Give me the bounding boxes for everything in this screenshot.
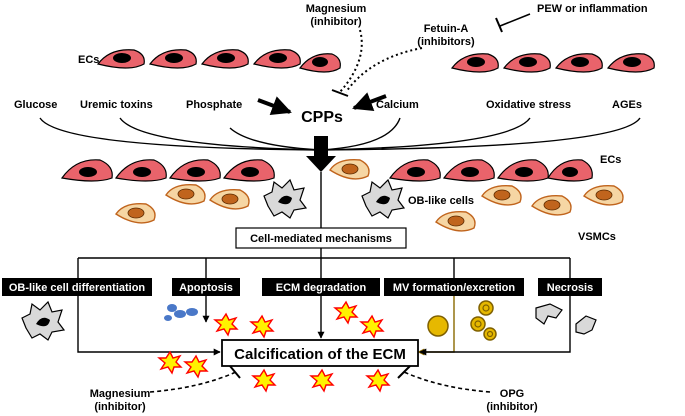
mechanism-box-mv-formation: MV formation/excretion xyxy=(384,278,524,296)
top-magnesium-sub: (inhibitor) xyxy=(310,16,362,28)
magnesium-dotted-line xyxy=(339,29,363,93)
matrix-vesicles-icon xyxy=(427,300,497,341)
mechanism-label: MV formation/excretion xyxy=(393,282,516,294)
bottom-opg-dashed-line xyxy=(403,371,491,393)
ec-row-middle-left xyxy=(60,159,275,182)
bottom-magnesium-sub: (inhibitor) xyxy=(94,401,146,413)
pew-line xyxy=(499,13,531,27)
ecs-label-top: ECs xyxy=(78,54,99,66)
ob-like-cell-left xyxy=(263,178,308,219)
calcification-label: Calcification of the ECM xyxy=(234,346,406,363)
bottom-opg-sub: (inhibitor) xyxy=(486,401,538,413)
cpps-label: CPPs xyxy=(301,109,343,126)
mechanism-label: Necrosis xyxy=(547,282,593,294)
ec-row-top-left xyxy=(96,49,341,73)
bottom-magnesium-dashed-line xyxy=(149,371,237,393)
phosphate-arrow xyxy=(257,96,292,116)
bottom-magnesium-inhibit-bar xyxy=(229,365,241,379)
factor-glucose: Glucose xyxy=(14,99,57,111)
factor-ages: AGEs xyxy=(612,99,642,111)
ec-row-top-right xyxy=(450,53,655,73)
necrotic-cell-icon xyxy=(535,303,597,335)
mechanism-label: ECM degradation xyxy=(276,282,367,294)
converging-curves xyxy=(39,117,641,151)
mechanism-box-apoptosis: Apoptosis xyxy=(172,278,240,296)
calcium-arrow xyxy=(352,92,387,112)
mechanism-box-necrosis: Necrosis xyxy=(538,278,602,296)
ec-row-middle-right xyxy=(388,159,593,182)
factor-uremic-toxins: Uremic toxins xyxy=(80,99,153,111)
mechanism-box-ecm-degradation: ECM degradation xyxy=(262,278,380,296)
factor-phosphate: Phosphate xyxy=(186,99,242,111)
fetuin-dotted-line xyxy=(345,47,423,93)
arrows-to-calcification xyxy=(77,296,571,356)
cell-mediated-label: Cell-mediated mechanisms xyxy=(250,233,392,245)
main-down-arrow xyxy=(306,136,336,172)
fetuin-sub: (inhibitors) xyxy=(417,36,475,48)
mechanism-box-ob-differentiation: OB-like cell differentiation xyxy=(2,278,152,296)
vsmc-cells xyxy=(115,159,624,232)
bottom-opg-inhibit-bar xyxy=(397,365,411,379)
fetuin-label: Fetuin-A xyxy=(424,23,469,35)
pew-inhibit-bar xyxy=(495,17,503,33)
vsmcs-label: VSMCs xyxy=(578,231,616,243)
calcification-sparks xyxy=(157,300,391,393)
mechanism-label: Apoptosis xyxy=(179,282,233,294)
factor-calcium: Calcium xyxy=(376,99,419,111)
calcification-box xyxy=(221,339,419,367)
bottom-opg-label: OPG xyxy=(500,388,524,400)
magnesium-inhibit-bar xyxy=(331,89,349,97)
mechanism-label: OB-like cell differentiation xyxy=(9,282,146,294)
bottom-magnesium-label: Magnesium xyxy=(90,388,151,400)
ob-like-cell-icon xyxy=(21,300,66,341)
top-magnesium-label: Magnesium xyxy=(306,3,367,15)
ob-like-cells-label: OB-like cells xyxy=(408,195,474,207)
branch-tree xyxy=(77,248,571,278)
ecs-label-middle: ECs xyxy=(600,154,621,166)
pew-label: PEW or inflammation xyxy=(537,3,648,15)
factor-oxidative-stress: Oxidative stress xyxy=(486,99,571,111)
apoptotic-bodies-icon xyxy=(164,304,198,321)
ob-like-cell-right xyxy=(361,178,406,219)
